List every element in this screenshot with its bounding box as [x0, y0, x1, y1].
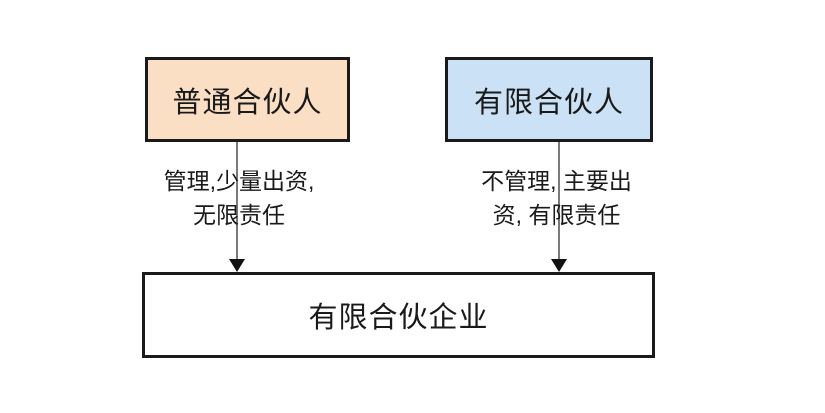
- edge-label-line: 管理,少量出资,: [163, 168, 315, 194]
- general-partner-edge-label: 管理,少量出资, 无限责任: [125, 164, 353, 232]
- down-arrowhead-icon: [551, 259, 567, 272]
- limited-partnership-enterprise-box: 有限合伙企业: [142, 272, 655, 358]
- edge-label-line: 不管理, 主要出: [481, 168, 632, 194]
- general-partner-box: 普通合伙人: [145, 57, 350, 142]
- limited-partner-edge-label: 不管理, 主要出 资, 有限责任: [449, 164, 664, 232]
- general-partner-arrow: [229, 142, 245, 272]
- edge-label-line: 资, 有限责任: [492, 202, 621, 228]
- arrow-shaft: [236, 142, 238, 260]
- down-arrowhead-icon: [229, 259, 245, 272]
- edge-label-line: 无限责任: [193, 202, 285, 228]
- limited-partner-box: 有限合伙人: [445, 57, 653, 142]
- arrow-shaft: [558, 142, 560, 260]
- limited-partner-arrow: [551, 142, 567, 272]
